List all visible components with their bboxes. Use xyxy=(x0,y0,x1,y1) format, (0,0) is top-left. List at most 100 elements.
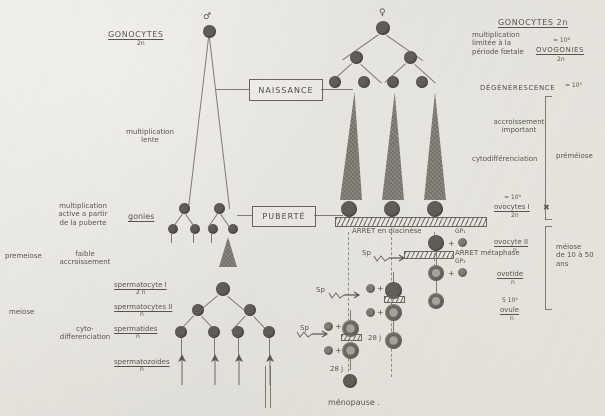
spermatide-1 xyxy=(175,326,187,338)
plus-sign-1: + xyxy=(335,322,342,331)
female-ovogonie-1 xyxy=(329,76,341,88)
female-multiplication-note: multiplication limitée à la période fœta… xyxy=(472,31,524,56)
arret-bar-c2 xyxy=(384,296,405,303)
male-gonie-a xyxy=(179,203,190,214)
plus-sign-2b: + xyxy=(377,308,384,317)
spermatide-tail-2 xyxy=(214,338,215,355)
arret-diacinese-label: ARRET en diacinèse xyxy=(352,227,422,235)
male-gonie-a2 xyxy=(190,224,200,234)
cytodifferenciation-label-right: cytodifférenciation xyxy=(472,155,538,163)
arret-bar-c1 xyxy=(341,334,362,341)
ovocyte-I-label: ovocytes I xyxy=(494,203,530,211)
ovotide-cell-3 xyxy=(428,265,444,281)
left-phase-premeiose: premeiose xyxy=(5,252,42,260)
timeline-dash-1 xyxy=(348,232,349,387)
spermatocyte-II-right xyxy=(244,304,256,316)
ovocyte-II-cell-3 xyxy=(428,235,444,251)
left-label-faible-accroissement: faible accroissement xyxy=(59,250,111,267)
male-lineage-line-right xyxy=(209,38,231,209)
ovule-cell-3 xyxy=(428,293,444,309)
premeiose-bracket xyxy=(545,96,552,220)
puberte-line-right xyxy=(314,215,343,216)
ovocyte-II-label-right: ovocyte II xyxy=(494,238,529,246)
spermatide-tail-3 xyxy=(238,338,239,355)
female-gonie-right xyxy=(404,51,417,64)
ovule-link-1 xyxy=(350,359,351,370)
spermatozoide-1 xyxy=(178,354,186,385)
naissance-line-left xyxy=(216,89,249,90)
spermatozoide-2 xyxy=(211,354,219,385)
menopause-line-b xyxy=(270,366,271,408)
female-ovogonie-2 xyxy=(358,76,370,88)
spermatocytes-II-label: spermatocytes II xyxy=(114,303,173,311)
spermatocyte-I-label: spermatocyte I xyxy=(114,281,167,289)
ovule-link-3 xyxy=(436,281,437,293)
puberte-box[interactable]: PUBERTÉ xyxy=(252,206,316,227)
ovule-link-2 xyxy=(393,321,394,332)
cycle-duration-2: 28 j xyxy=(368,334,382,342)
ovocyte-I-cell-3 xyxy=(427,201,443,217)
naissance-box[interactable]: NAISSANCE xyxy=(249,79,323,101)
male-symbol: ♂ xyxy=(203,12,212,22)
male-growth-cone xyxy=(219,237,237,267)
female-ovogonie-4 xyxy=(416,76,428,88)
male-gonocytes-label: GONOCYTES xyxy=(108,30,164,39)
spermatide-4 xyxy=(263,326,275,338)
male-gonie-tail-2 xyxy=(193,234,194,243)
meiose-bracket xyxy=(545,226,552,310)
plus-sign-3b: + xyxy=(448,269,455,278)
ovocyte-II-cell-1 xyxy=(342,320,359,337)
female-gonocytes-header: GONOCYTES 2n xyxy=(498,18,569,27)
arret-diacinese-bar xyxy=(335,217,487,227)
ovule-count: 5 10² xyxy=(502,297,518,304)
ovotide-ploidy: n xyxy=(511,279,515,286)
cycle-duration-1: 28 j xyxy=(330,365,344,373)
left-label-multiplication-active: multiplication active a partir de la pub… xyxy=(58,202,108,227)
accroissement-important-label: accroissement important xyxy=(493,118,545,135)
ovocyte-top-link-1 xyxy=(350,310,351,320)
female-ovogonie-3 xyxy=(387,76,399,88)
ovocyte-I-cell-2 xyxy=(384,201,400,217)
puberte-label: PUBERTÉ xyxy=(262,212,306,221)
puberte-line-left xyxy=(237,215,252,216)
ovogonies-count: ≃ 10⁶ xyxy=(553,37,570,44)
polar-body-2-c1 xyxy=(324,346,333,355)
menopause-line-a xyxy=(265,366,266,408)
male-gonie-a1 xyxy=(168,224,178,234)
menopause-final-cell xyxy=(343,374,357,388)
ovotide-cell-2 xyxy=(385,304,402,321)
male-gonocytes-ploidy: 2n xyxy=(137,40,145,47)
meiose-bracket-label: méiose de 10 à 50 ans xyxy=(556,243,594,268)
female-gonie-left xyxy=(350,51,363,64)
male-gonie-tail-3 xyxy=(211,234,212,243)
ovocyte-II-cell-2 xyxy=(385,282,402,299)
arret-metaphase-label: ARRET métaphase xyxy=(455,249,520,257)
degenerescence-label: DÉGÉNÉRESCENCE xyxy=(480,84,556,92)
spermatocyte-II-left xyxy=(192,304,204,316)
sperm-label-3: Sp xyxy=(362,249,371,257)
ovocyte-I-ploidy: 2n xyxy=(511,212,519,219)
ovocyte-I-cell-1 xyxy=(341,201,357,217)
polar-body-2-label-c3: GP₂ xyxy=(455,258,466,265)
spermatide-2 xyxy=(208,326,220,338)
male-gonie-b1 xyxy=(208,224,218,234)
ovocyte-I-count: ≃ 10⁵ xyxy=(504,194,521,201)
plus-sign-3: + xyxy=(448,239,455,248)
ovocyte-growth-cone-1 xyxy=(340,92,362,200)
ovule-label-right: ovule xyxy=(500,306,520,314)
left-phase-meiose: meiose xyxy=(9,308,35,316)
polar-body-1-c2 xyxy=(366,284,375,293)
male-gonie-branch-4 xyxy=(220,214,231,229)
ovule-cell-2 xyxy=(385,332,402,349)
ovotide-cell-1 xyxy=(342,342,359,359)
sperm-label-1: Sp xyxy=(300,324,309,332)
polar-body-2-c2 xyxy=(366,308,375,317)
fertilization-arrow-2 xyxy=(328,291,361,299)
male-gonie-branch-1 xyxy=(172,213,183,228)
spermatozoide-3 xyxy=(235,354,243,385)
spermatide-3 xyxy=(232,326,244,338)
ovocyte-growth-cone-2 xyxy=(382,92,404,200)
ovule-ploidy: n xyxy=(510,315,514,322)
ovotide-label-right: ovotide xyxy=(497,270,524,278)
